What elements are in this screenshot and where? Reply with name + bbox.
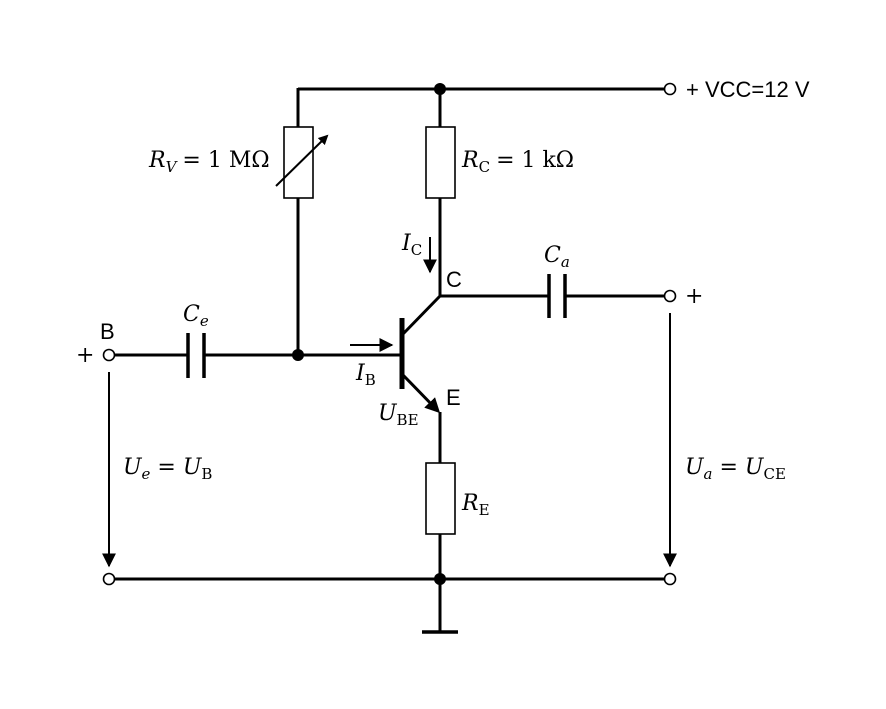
rc-label: RC= 1 kΩ <box>461 148 574 176</box>
input-terminal-top <box>102 348 116 362</box>
base-label: B <box>100 319 115 344</box>
rc-resistor <box>425 89 456 296</box>
ue-label: Ue = UB <box>123 455 212 483</box>
ic-label: IC <box>401 231 422 259</box>
rv-label: RV= 1 MΩ <box>148 148 270 176</box>
junction-node-top <box>434 83 446 95</box>
re-resistor <box>425 462 456 632</box>
transistor-emitter-lead <box>401 373 441 414</box>
ca-capacitor <box>440 274 664 318</box>
collector-label: C <box>446 267 462 292</box>
ce-label: Ce <box>183 302 209 330</box>
vcc-terminal <box>663 82 677 96</box>
ca-label: Ca <box>544 243 570 271</box>
ib-label: IB <box>355 361 376 389</box>
output-plus-label: + <box>685 284 703 309</box>
ua-label: Ua = UCE <box>685 455 786 483</box>
rv-potentiometer <box>275 126 329 355</box>
input-plus-label: + <box>76 343 94 368</box>
transistor-collector-lead <box>401 294 442 336</box>
vcc-label: + VCC=12 V <box>686 77 810 102</box>
junction-node-bottom <box>434 573 446 585</box>
ube-label: UBE <box>378 401 419 429</box>
supply-rail <box>296 87 664 127</box>
emitter-label: E <box>446 385 461 410</box>
input-terminal-bottom <box>102 572 116 586</box>
junction-node-base <box>292 349 304 361</box>
re-label: RE <box>461 491 490 519</box>
npn-transistor <box>399 294 442 463</box>
output-terminal-top <box>663 289 677 303</box>
output-terminal-bottom <box>663 572 677 586</box>
